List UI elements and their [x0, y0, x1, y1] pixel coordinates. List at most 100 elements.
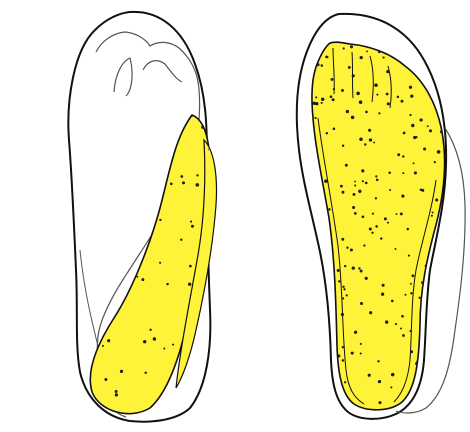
pressure-dot: [435, 408, 438, 411]
pressure-dot: [350, 249, 353, 252]
pressure-dot: [328, 409, 330, 411]
pressure-dot: [440, 225, 443, 228]
left-foot: [68, 12, 216, 422]
pressure-dot: [434, 161, 436, 163]
pressure-dot: [413, 136, 416, 139]
pressure-dot: [431, 335, 433, 337]
pressure-dot: [445, 295, 448, 298]
pressure-dot: [386, 93, 389, 96]
pressure-dot: [359, 137, 363, 141]
pressure-dot: [360, 352, 362, 354]
pressure-dot: [373, 141, 375, 143]
pressure-dot: [342, 359, 345, 362]
pressure-dot: [376, 94, 378, 96]
pressure-dot: [391, 373, 395, 377]
pressure-dot: [410, 94, 413, 97]
pressure-dot: [360, 270, 363, 273]
pressure-dot: [439, 332, 442, 335]
pressure-dot: [407, 228, 409, 230]
pressure-dot: [432, 212, 434, 214]
pressure-dot: [209, 402, 211, 404]
pressure-dot: [143, 144, 145, 146]
pressure-dot: [180, 239, 182, 241]
pressure-dot: [401, 315, 404, 318]
pressure-dot: [341, 313, 344, 316]
pressure-dot: [441, 358, 443, 360]
pressure-dot: [418, 297, 420, 299]
pressure-dot: [362, 180, 364, 182]
pressure-dot: [377, 360, 379, 362]
pressure-dot: [342, 39, 345, 42]
pressure-dot: [343, 47, 345, 49]
pressure-dot: [315, 382, 317, 384]
pressure-dot: [375, 175, 377, 177]
pressure-dot: [389, 189, 391, 191]
pressure-dot: [316, 223, 319, 226]
pressure-dot: [324, 365, 327, 368]
pressure-dot: [420, 118, 423, 121]
pressure-dot: [411, 124, 414, 127]
pressure-dot: [342, 286, 344, 288]
pressure-dot: [141, 278, 144, 281]
pressure-dot: [401, 195, 404, 198]
pressure-dot: [315, 102, 318, 105]
pressure-dot: [427, 125, 429, 127]
pressure-dot: [423, 147, 426, 150]
pressure-dot: [315, 96, 317, 98]
left-contact-area: [90, 115, 210, 414]
pressure-dot: [363, 244, 365, 246]
pressure-dot: [166, 283, 168, 285]
pressure-dot: [149, 329, 151, 331]
pressure-dot: [442, 278, 444, 280]
pressure-dot: [369, 138, 372, 141]
pressure-dot: [108, 119, 110, 121]
left-toe-gap-1: [114, 58, 132, 96]
pressure-dot: [127, 142, 130, 145]
pressure-dot: [353, 193, 356, 196]
pressure-dot: [329, 277, 332, 280]
pressure-dot: [351, 116, 355, 120]
pressure-dot: [412, 274, 415, 277]
pressure-dot: [341, 238, 344, 241]
pressure-dot: [163, 348, 165, 350]
pressure-dot: [91, 200, 94, 203]
pressure-dot: [382, 284, 385, 287]
pressure-dot: [342, 144, 344, 146]
pressure-dot: [196, 174, 198, 176]
pressure-dot: [170, 183, 173, 186]
pressure-dot: [409, 86, 412, 89]
pressure-dot: [356, 92, 360, 96]
pressure-dot: [366, 50, 368, 52]
pressure-dot: [435, 198, 438, 201]
pressure-dot: [324, 179, 328, 183]
pressure-dot: [378, 380, 381, 383]
pressure-dot: [374, 83, 378, 87]
pressure-dot: [341, 89, 344, 92]
pressure-dot: [326, 377, 329, 380]
pressure-dot: [314, 117, 316, 119]
pressure-dot: [159, 262, 161, 264]
pressure-dot: [378, 112, 380, 114]
pressure-dot: [96, 291, 98, 293]
pressure-dot: [360, 343, 362, 345]
pressure-dot: [309, 339, 311, 341]
pressure-dot: [375, 197, 377, 199]
pressure-dot: [388, 172, 391, 175]
pressure-dot: [348, 66, 351, 69]
pressure-dot: [378, 401, 381, 404]
pressure-dot: [359, 100, 363, 104]
pressure-dot: [368, 374, 371, 377]
pressure-dot: [442, 42, 444, 44]
pressure-dot: [153, 337, 156, 340]
pressure-dot: [333, 88, 335, 90]
pressure-dot: [429, 129, 432, 132]
pressure-dot: [325, 56, 328, 59]
pressure-dot: [325, 359, 328, 362]
pressure-dot: [445, 218, 447, 220]
pressure-dot: [397, 153, 400, 156]
left-heel-inner-line: [80, 250, 98, 346]
pressure-dot: [441, 367, 443, 369]
pressure-dot: [145, 139, 148, 142]
pressure-dot: [129, 173, 132, 176]
